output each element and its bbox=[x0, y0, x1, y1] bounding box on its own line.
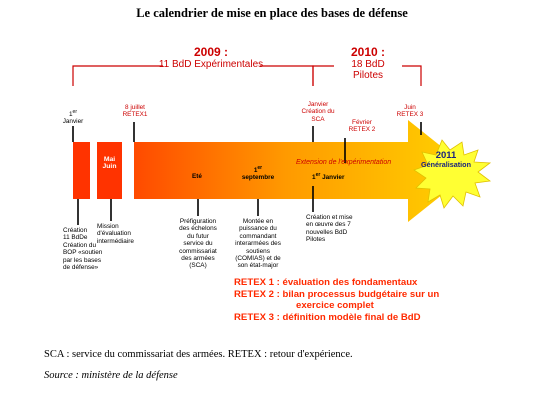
label-1er-janvier-2010: 1er Janvier bbox=[312, 171, 345, 181]
label-prefiguration-sca: Préfiguration des échelons du futur serv… bbox=[179, 218, 217, 270]
year-2009-heading: 2009 : 11 BdD Expérimentales bbox=[148, 45, 274, 70]
label-ete: Eté bbox=[192, 173, 202, 180]
label-fevrier-retex2: Février RETEX 2 bbox=[348, 119, 376, 134]
label-1er-septembre: 1er septembre bbox=[241, 164, 275, 182]
retex-2-line: RETEX 2 : bilan processus budgétaire sur… bbox=[234, 288, 440, 300]
label-montee-comias: Montée en puissance du commandant intera… bbox=[235, 218, 281, 270]
retex-1-line: RETEX 1 : évaluation des fondamentaux bbox=[234, 277, 418, 288]
block-mai-juin bbox=[97, 142, 122, 199]
year-2009-subtitle: 11 BdD Expérimentales bbox=[158, 59, 264, 70]
retex-legend: RETEX 1 : évaluation des fondamentaux RE… bbox=[234, 277, 439, 323]
generalisation-star bbox=[413, 139, 492, 209]
year-2010-subtitle-line2: Pilotes bbox=[352, 70, 383, 81]
retex-3-line: RETEX 3 : définition modèle final de BdD bbox=[234, 311, 421, 323]
diagram-title: Le calendrier de mise en place des bases… bbox=[136, 6, 408, 20]
source-note: Source : ministère de la défense bbox=[44, 370, 178, 381]
label-extension-experimentation: Extension de l'expérimentation bbox=[296, 159, 392, 166]
label-juin-retex3: Juin RETEX 3 bbox=[396, 104, 424, 119]
year-2010-label: 2010 : bbox=[350, 45, 386, 59]
year-2010-subtitle-line1: 18 BdD bbox=[351, 59, 385, 70]
label-creation-bdd-pilotes: Création et mise en œuvre des 7 nouvelle… bbox=[306, 214, 353, 244]
label-1er-janvier-2009: 1er Janvier bbox=[62, 108, 84, 126]
label-creation-11-bdde: Création 11 BdDe Création du BOP «soutie… bbox=[63, 227, 103, 272]
label-mission-evaluation: Mission d'évaluation intermédiaire bbox=[97, 223, 134, 245]
block-janvier-2009 bbox=[73, 142, 90, 199]
label-janvier-2010-creation-sca: Janvier Création du SCA bbox=[301, 101, 335, 123]
year-2010-heading: 2010 : 18 BdD Pilotes bbox=[334, 45, 402, 81]
bracket-2010 bbox=[312, 65, 422, 86]
footnote: SCA : service du commissariat des armées… bbox=[44, 349, 353, 360]
timeline-arrow bbox=[134, 120, 472, 222]
retex-2-line-cont: exercice complet bbox=[296, 300, 374, 311]
year-2009-label: 2009 : bbox=[193, 45, 229, 59]
label-8-juillet-retex1: 8 juillet RETEX1 bbox=[122, 104, 148, 119]
label-2011-generalisation: 2011 Généralisation bbox=[421, 150, 471, 169]
label-mai-juin: Mai Juin bbox=[102, 156, 117, 171]
